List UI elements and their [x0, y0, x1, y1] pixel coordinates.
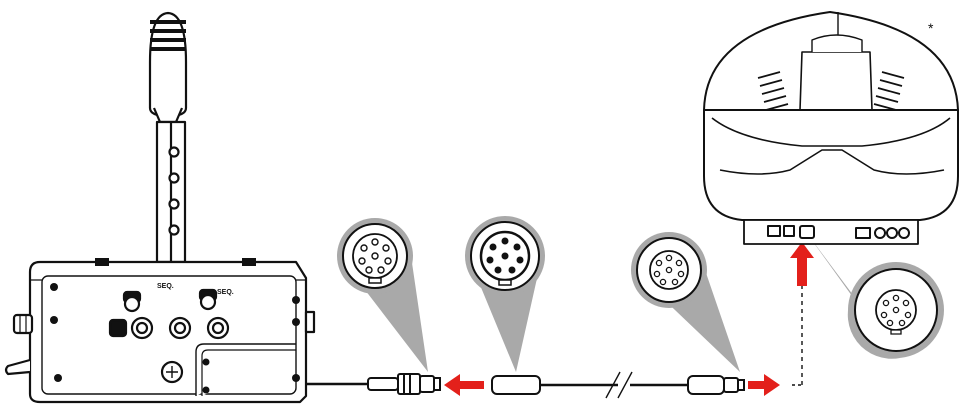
- arrow-left-icon: [444, 374, 484, 396]
- seq-switch-right: [198, 288, 218, 311]
- shifter-device: [4, 11, 316, 404]
- seq-label-right: SEQ.: [217, 289, 234, 296]
- seq-switch-left: [122, 290, 142, 313]
- din-connector-callout-4: [806, 232, 944, 359]
- shifter-lever: [155, 120, 187, 264]
- cable-plug-right: [687, 375, 745, 395]
- footnote-asterisk: *: [928, 20, 934, 36]
- cable-plug-left: [367, 373, 441, 395]
- cable-plug-middle-left: [491, 375, 541, 395]
- port: [767, 225, 781, 237]
- adjust-knob: [108, 316, 230, 340]
- arrow-up-icon: [790, 242, 814, 286]
- steering-wheel-base: [703, 11, 959, 245]
- din-connector-callout-1: [337, 218, 428, 372]
- seq-label-left: SEQ.: [157, 283, 174, 290]
- shifter-knob: [148, 11, 188, 124]
- shifter-body: [4, 258, 316, 404]
- cable: [306, 371, 745, 399]
- arrow-right-icon: [748, 374, 780, 396]
- din-connector-callout-2: [465, 216, 545, 372]
- din-connector-callout-3: [631, 232, 740, 372]
- vent-left: [757, 71, 789, 111]
- shifter-input-port: [799, 225, 815, 239]
